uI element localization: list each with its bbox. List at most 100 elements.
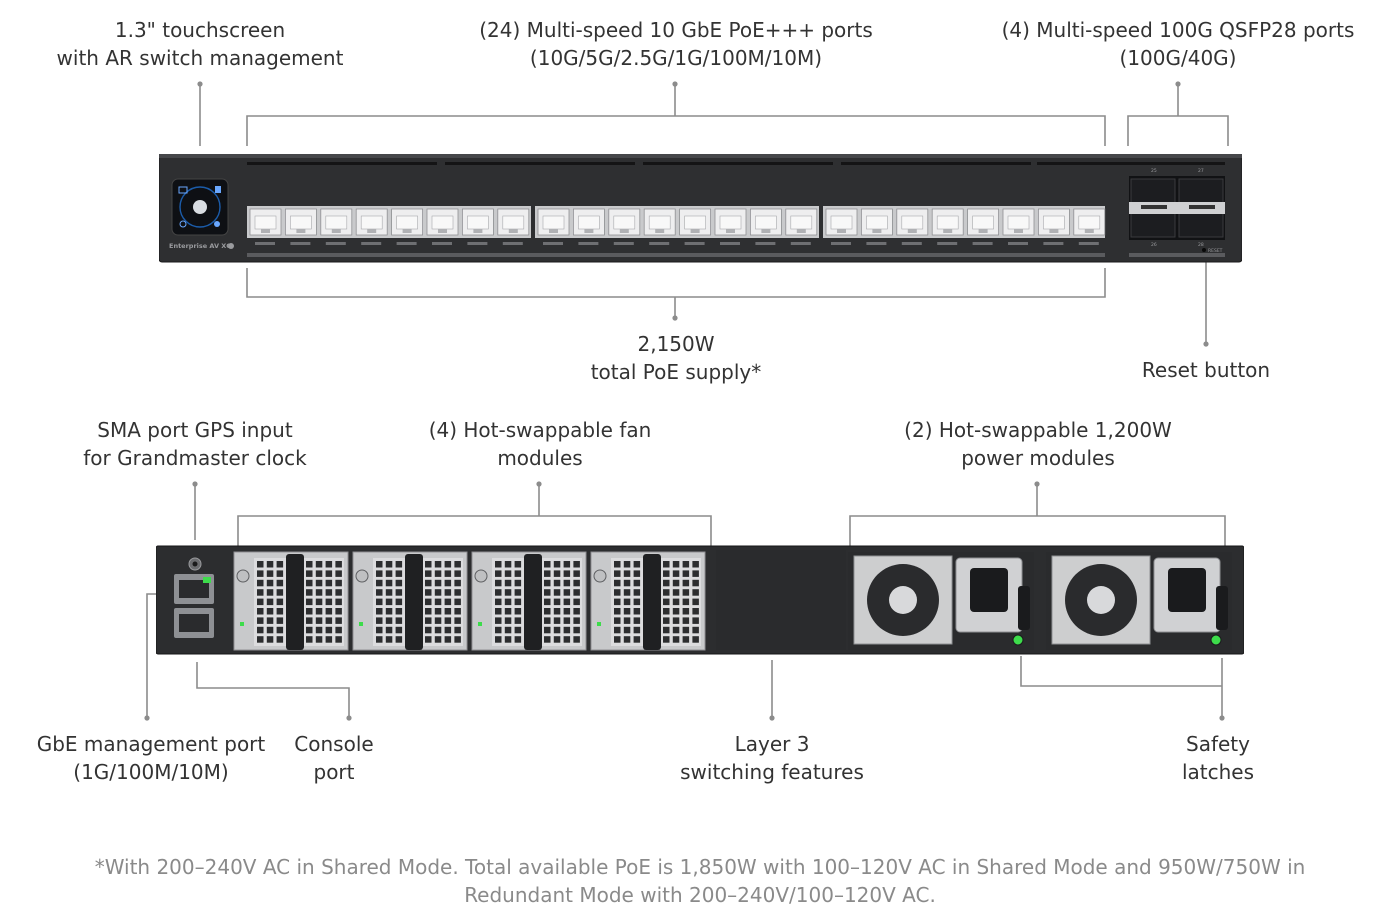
rj45-port[interactable]: [537, 208, 570, 245]
thumbscrew-icon: [236, 569, 250, 583]
rj45-port[interactable]: [714, 208, 747, 245]
signal-icon: [215, 186, 221, 193]
port-number-mark: [790, 242, 811, 245]
psu-latch[interactable]: [1018, 586, 1030, 630]
rj45-port[interactable]: [426, 208, 459, 245]
rj45-port[interactable]: [967, 208, 999, 245]
fan-led: [478, 622, 482, 626]
footnote: *With 200–240V AC in Shared Mode. Total …: [94, 855, 1306, 907]
fan-module-group: [233, 551, 706, 651]
rj45-port[interactable]: [497, 208, 530, 245]
port-number-mark: [325, 242, 346, 245]
port-number-mark: [1043, 242, 1064, 245]
switch-front-panel: Enterprise AV XG 25 27 26 28 RESET: [159, 154, 1242, 263]
brand-logo-icon: [228, 243, 234, 249]
label-safety-latches: Safety latches: [1181, 732, 1255, 784]
rj45-port[interactable]: [785, 208, 818, 245]
rj45-port[interactable]: [931, 208, 964, 245]
callout-poe-bracket: [246, 115, 1106, 146]
port-number-mark: [831, 242, 851, 245]
port-number-mark: [613, 242, 634, 245]
port-number-mark: [901, 242, 922, 245]
callout-qsfp-bracket: [1127, 115, 1229, 146]
rj45-port[interactable]: [679, 208, 711, 245]
fan-module[interactable]: [352, 551, 468, 651]
power-module[interactable]: [1046, 552, 1232, 650]
fan-handle: [524, 554, 542, 650]
brand-label: Enterprise AV XG: [169, 242, 232, 250]
fan-handle: [405, 554, 423, 650]
port-number-mark: [1078, 242, 1099, 245]
qsfp-port-25[interactable]: 25: [1151, 168, 1157, 174]
callout-power-bracket: [849, 515, 1226, 546]
layer3-blank-panel: [716, 550, 846, 650]
port-number-mark: [396, 242, 417, 245]
ac-inlet-icon: [1168, 568, 1206, 612]
port-number-mark: [432, 242, 452, 245]
label-mgmt-port: GbE management port (1G/100M/10M): [36, 732, 266, 784]
rj45-port[interactable]: [608, 208, 641, 245]
label-power-modules: (2) Hot-swappable 1,200W power modules: [904, 418, 1172, 470]
rj45-port[interactable]: [825, 208, 858, 245]
port-number-mark: [866, 242, 887, 245]
settings-icon: [214, 221, 220, 227]
rj45-port[interactable]: [249, 208, 282, 245]
port-number-mark: [649, 242, 670, 245]
port-number-mark: [578, 242, 599, 245]
rj45-port[interactable]: [1002, 208, 1035, 245]
fan-module[interactable]: [590, 551, 706, 651]
port-number-mark: [972, 242, 993, 245]
rj45-port[interactable]: [643, 208, 676, 245]
qsfp-port-26[interactable]: 26: [1151, 242, 1157, 248]
rj45-port[interactable]: [285, 208, 317, 245]
label-console-port: Console port: [294, 732, 374, 784]
port-number-mark: [720, 242, 740, 245]
led-strip: [247, 253, 1105, 257]
port-number-mark: [684, 242, 705, 245]
port-number-mark: [755, 242, 776, 245]
qsfp-port-28[interactable]: 28: [1198, 242, 1204, 248]
rj45-port[interactable]: [572, 208, 605, 245]
thumbscrew-icon: [474, 569, 488, 583]
port-number-mark: [1008, 242, 1028, 245]
mgmt-led: [203, 577, 211, 583]
touchscreen-knob-icon: [193, 200, 207, 214]
rj45-port[interactable]: [1038, 208, 1070, 245]
callout-latches-line: [1020, 656, 1222, 687]
rj45-port[interactable]: [355, 208, 388, 245]
switch-rear-panel: [156, 545, 1244, 655]
fan-led: [240, 622, 244, 626]
callout-supply-bracket: [246, 268, 1106, 298]
screen-icon: [178, 186, 188, 194]
psu-module-group: [848, 552, 1232, 650]
label-fan-modules: (4) Hot-swappable fan modules: [428, 418, 652, 470]
label-poe-supply: 2,150W total PoE supply*: [590, 332, 762, 384]
callout-console-line: [196, 662, 350, 718]
rj45-port[interactable]: [391, 208, 424, 245]
qsfp-port-27[interactable]: 27: [1198, 168, 1204, 174]
fan-led: [359, 622, 363, 626]
label-touchscreen: 1.3" touchscreen with AR switch manageme…: [56, 18, 344, 70]
fan-module[interactable]: [233, 551, 349, 651]
rj45-port[interactable]: [750, 208, 782, 245]
port-number-mark: [467, 242, 488, 245]
port-number-mark: [361, 242, 382, 245]
power-module[interactable]: [848, 552, 1034, 650]
callout-fans-bracket: [237, 515, 712, 546]
rj45-port[interactable]: [896, 208, 929, 245]
label-qsfp-ports: (4) Multi-speed 100G QSFP28 ports (100G/…: [1001, 18, 1355, 70]
reset-button[interactable]: [1202, 248, 1206, 252]
label-poe-ports: (24) Multi-speed 10 GbE PoE+++ ports (10…: [479, 18, 873, 70]
fan-module[interactable]: [471, 551, 587, 651]
rj45-port[interactable]: [861, 208, 893, 245]
touchscreen[interactable]: [171, 178, 229, 236]
port-number-mark: [255, 242, 275, 245]
rj45-port[interactable]: [320, 208, 353, 245]
qsfp-cage: [1129, 176, 1225, 240]
label-sma-port: SMA port GPS input for Grandmaster clock: [83, 418, 307, 470]
rj45-port[interactable]: [461, 208, 494, 245]
fan-handle: [286, 554, 304, 650]
rj45-port[interactable]: [1073, 208, 1106, 245]
psu-latch[interactable]: [1216, 586, 1228, 630]
